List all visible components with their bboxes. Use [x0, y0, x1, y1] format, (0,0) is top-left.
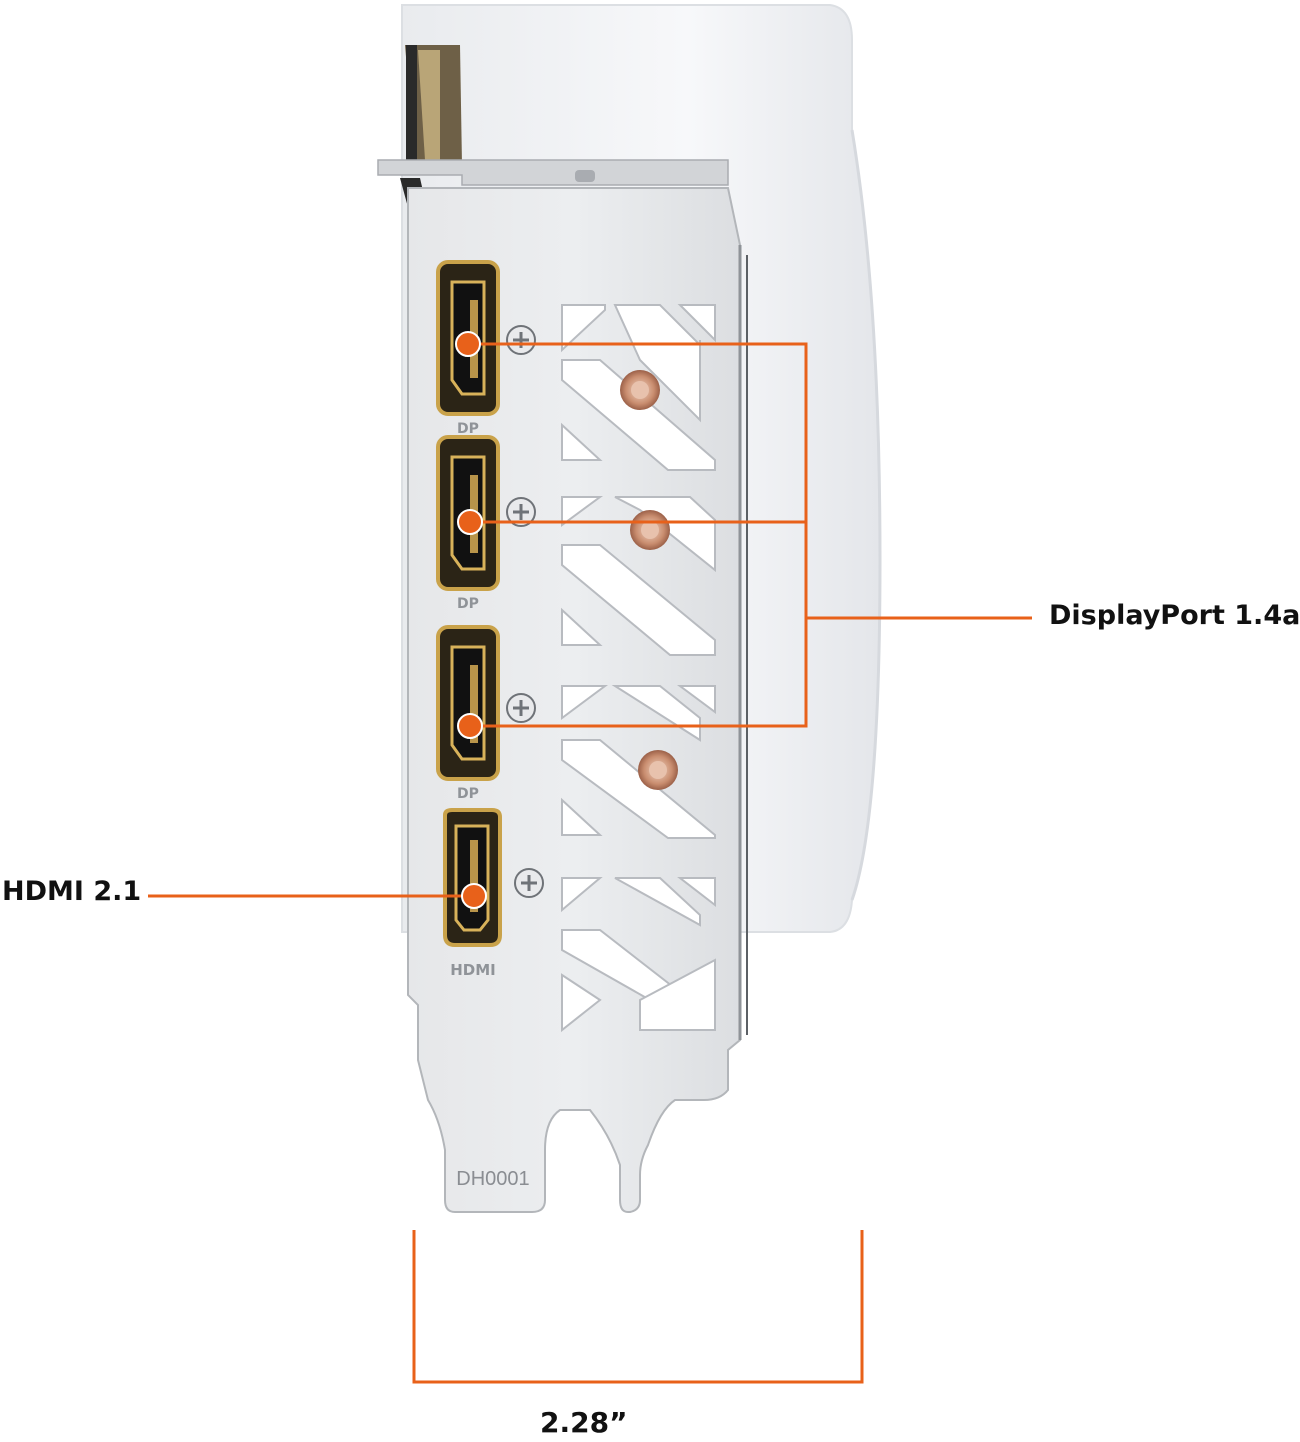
port-marking-4: HDMI [450, 961, 496, 979]
screw-4 [514, 868, 544, 898]
hdmi-dot [461, 883, 487, 909]
screw-1 [506, 325, 536, 355]
hdmi-label: HDMI 2.1 [2, 876, 142, 907]
dimension-label: 2.28” [540, 1406, 628, 1439]
dp-bracket-line [468, 342, 808, 728]
port-marking-3: DP [457, 786, 479, 802]
heatpipe-ends [620, 370, 678, 790]
dp-2-dot [457, 509, 483, 535]
screws [506, 325, 544, 898]
callout-dots [455, 331, 487, 909]
dp-3-dot [457, 713, 483, 739]
displayport-label: DisplayPort 1.4a [1049, 600, 1300, 631]
port-marking-1: DP [457, 421, 479, 437]
callout-lines [148, 342, 1032, 1384]
screw-3 [506, 693, 536, 723]
dimension-bracket [412, 1230, 864, 1384]
vent-cutouts [561, 304, 716, 1033]
screw-2 [506, 497, 536, 527]
dp-1-dot [455, 331, 481, 357]
port-marking-2: DP [457, 596, 479, 612]
bracket-stamp: DH0001 [456, 1168, 529, 1190]
